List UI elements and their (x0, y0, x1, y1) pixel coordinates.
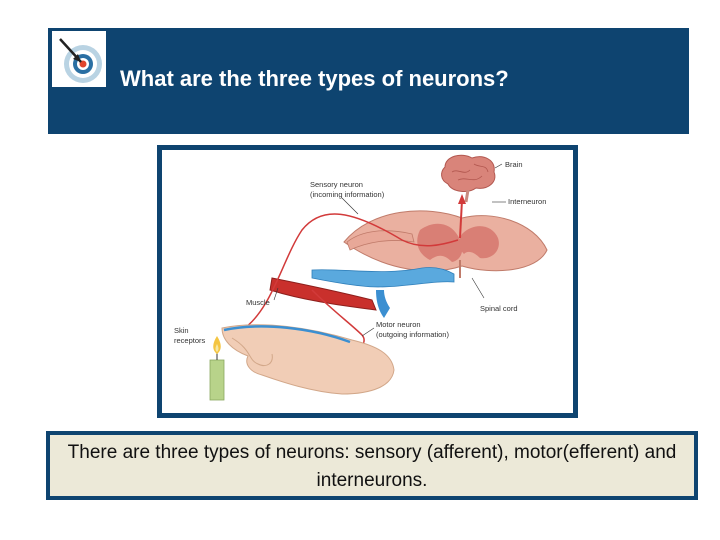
label-muscle: Muscle (246, 298, 270, 307)
label-spinal-cord: Spinal cord (480, 304, 518, 313)
target-icon (52, 31, 106, 87)
label-motor-neuron-sub: (outgoing information) (376, 330, 449, 339)
label-interneuron: Interneuron (508, 197, 546, 206)
label-sensory-neuron: Sensory neuron (310, 180, 363, 189)
label-sensory-neuron-sub: (incoming information) (310, 190, 385, 199)
reflex-arc-figure: Brain Sensory neuron (incoming informati… (157, 145, 578, 418)
title-banner (48, 28, 689, 134)
label-brain: Brain (505, 160, 523, 169)
label-motor-neuron: Motor neuron (376, 320, 421, 329)
answer-box: There are three types of neurons: sensor… (46, 431, 698, 500)
slide-title: What are the three types of neurons? (120, 66, 509, 91)
label-skin: Skin (174, 326, 189, 335)
label-receptors: receptors (174, 336, 206, 345)
